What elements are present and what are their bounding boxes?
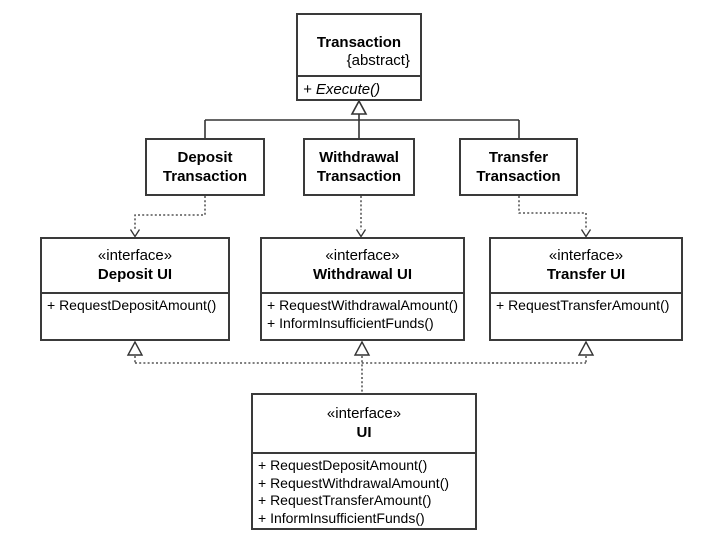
- dependency-deposit-arrow: [129, 196, 206, 238]
- interface-box-deposit-ui: «interface» Deposit UI + RequestDepositA…: [40, 237, 230, 341]
- class-box-deposit-transaction: Deposit Transaction: [145, 138, 265, 196]
- interface-name-compartment: «interface» UI: [253, 395, 475, 452]
- dependency-withdrawal-arrow: [355, 196, 367, 238]
- class-name: Transaction: [316, 34, 402, 51]
- interface-name-compartment: «interface» Withdrawal UI: [262, 239, 463, 292]
- interface-name: UI: [356, 424, 372, 441]
- realization-ui-tree: [126, 340, 595, 393]
- interface-name: Transfer UI: [546, 266, 626, 283]
- class-name-line1: Transfer: [488, 149, 549, 166]
- interface-stereotype: «interface»: [326, 405, 402, 422]
- interface-stereotype: «interface»: [97, 247, 173, 264]
- interface-stereotype: «interface»: [325, 247, 400, 264]
- interface-name-compartment: «interface» Transfer UI: [491, 239, 681, 292]
- interface-name: Withdrawal UI: [312, 266, 413, 283]
- class-box-transaction: Transaction {abstract} + Execute(): [296, 13, 422, 101]
- abstract-tag: {abstract}: [346, 52, 410, 69]
- class-box-transfer-transaction: Transfer Transaction: [459, 138, 578, 196]
- class-name-line1: Deposit: [177, 149, 233, 166]
- methods-compartment: + RequestWithdrawalAmount() + InformInsu…: [262, 292, 463, 339]
- method-line: + RequestWithdrawalAmount(): [267, 297, 459, 313]
- methods-compartment: + RequestDepositAmount(): [42, 292, 228, 339]
- interface-box-transfer-ui: «interface» Transfer UI + RequestTransfe…: [489, 237, 683, 341]
- method-line: + InformInsufficientFunds(): [267, 314, 434, 331]
- class-name-compartment: Transaction {abstract}: [298, 15, 420, 75]
- open-arrowhead-icon: [355, 229, 367, 238]
- interface-stereotype: «interface»: [548, 247, 624, 264]
- interface-box-withdrawal-ui: «interface» Withdrawal UI + RequestWithd…: [260, 237, 465, 341]
- generalization-triangle-icon: [350, 99, 368, 115]
- method-line: + RequestDepositAmount(): [258, 457, 428, 473]
- generalization-transaction-tree: [204, 99, 520, 138]
- method-line: + RequestTransferAmount(): [258, 492, 432, 508]
- methods-compartment: + Execute(): [298, 75, 420, 99]
- open-arrowhead-icon: [580, 229, 592, 238]
- method-line: + RequestTransferAmount(): [496, 297, 670, 313]
- interface-box-ui: «interface» UI + RequestDepositAmount() …: [251, 393, 477, 530]
- realization-triangle-icon: [353, 340, 371, 356]
- realization-triangle-icon: [126, 340, 144, 356]
- class-box-withdrawal-transaction: Withdrawal Transaction: [303, 138, 415, 196]
- method-execute: + Execute(): [303, 81, 381, 98]
- class-name-line1: Withdrawal: [319, 149, 399, 166]
- methods-compartment: + RequestTransferAmount(): [491, 292, 681, 339]
- dependency-transfer-arrow: [518, 196, 592, 238]
- methods-compartment: + RequestDepositAmount() + RequestWithdr…: [253, 452, 475, 528]
- interface-name-compartment: «interface» Deposit UI: [42, 239, 228, 292]
- method-line: + RequestWithdrawalAmount(): [258, 474, 450, 491]
- class-name-line2: Transaction: [316, 168, 402, 185]
- class-name-line2: Transaction: [476, 168, 561, 185]
- interface-name: Deposit UI: [97, 266, 173, 283]
- method-line: + RequestDepositAmount(): [47, 297, 217, 313]
- class-name-line2: Transaction: [162, 168, 248, 185]
- method-line: + InformInsufficientFunds(): [258, 509, 425, 526]
- realization-triangle-icon: [577, 340, 595, 356]
- open-arrowhead-icon: [129, 229, 141, 238]
